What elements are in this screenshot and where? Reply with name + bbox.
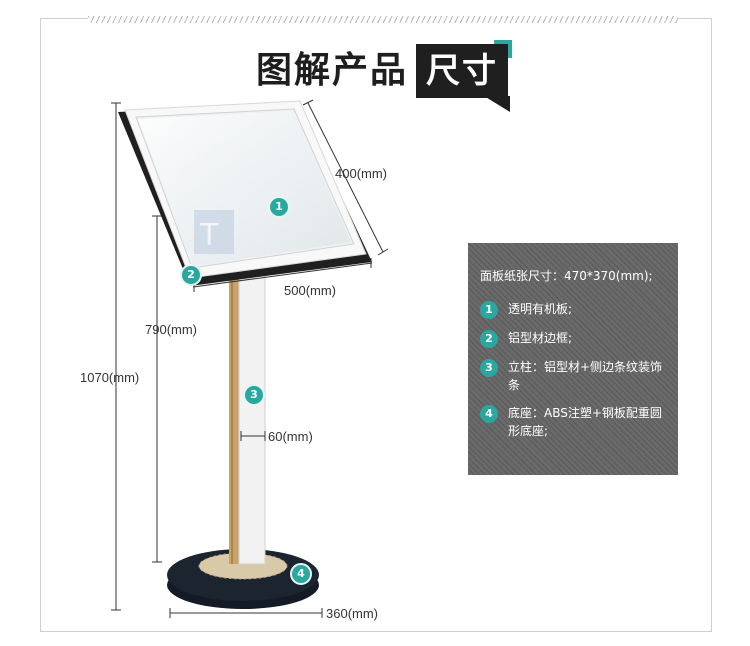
spec-item: 4 底座：ABS注塑+钢板配重圆形底座; (480, 404, 668, 440)
total-height-label: 1070(mm) (80, 370, 140, 385)
stand-base (167, 549, 319, 609)
callout-badge-1: 1 (268, 196, 290, 218)
title-highlight-text: 尺寸 (426, 51, 499, 91)
title-highlight: 尺寸 (416, 40, 513, 112)
display-board (118, 100, 372, 286)
spec-panel-title: 面板纸张尺寸：470*370(mm); (480, 269, 653, 283)
spec-item-text: 底座：ABS注塑+钢板配重圆形底座; (508, 406, 662, 438)
decorative-hatch-band (88, 16, 678, 23)
title-main: 图解产品 (256, 50, 409, 91)
spec-item: 1 透明有机板; (480, 300, 668, 319)
spec-item-number: 1 (480, 301, 498, 319)
callout-badge-2: 2 (180, 264, 202, 286)
spec-item: 2 铝型材边框; (480, 329, 668, 348)
svg-text:T: T (199, 218, 219, 253)
board-height-label: 400(mm) (335, 166, 388, 181)
page-title: 图解产品 尺寸 (256, 40, 513, 112)
spec-item-number: 2 (480, 330, 498, 348)
spec-item-number: 3 (480, 359, 498, 377)
spec-item-text: 立柱：铝型材+侧边条纹装饰条 (508, 360, 663, 392)
base-diameter-label: 360(mm) (326, 606, 379, 621)
callout-badge-3: 3 (243, 384, 265, 406)
callout-badge-4: 4 (290, 563, 312, 585)
board-width-label: 500(mm) (284, 283, 337, 298)
stand-pole (229, 271, 266, 565)
title-accent-corner (494, 40, 513, 58)
spec-item-text: 透明有机板; (508, 302, 573, 316)
watermark-logo: T (194, 210, 234, 254)
spec-item-number: 4 (480, 405, 498, 423)
spec-panel: 面板纸张尺寸：470*370(mm); 1 透明有机板; 2 铝型材边框; 3 … (468, 243, 678, 475)
spec-item: 3 立柱：铝型材+侧边条纹装饰条 (480, 358, 668, 394)
dimension-lines (111, 99, 389, 618)
pole-width-label: 60(mm) (268, 429, 313, 444)
pole-height-label: 790(mm) (145, 322, 198, 337)
spec-item-text: 铝型材边框; (508, 331, 573, 345)
